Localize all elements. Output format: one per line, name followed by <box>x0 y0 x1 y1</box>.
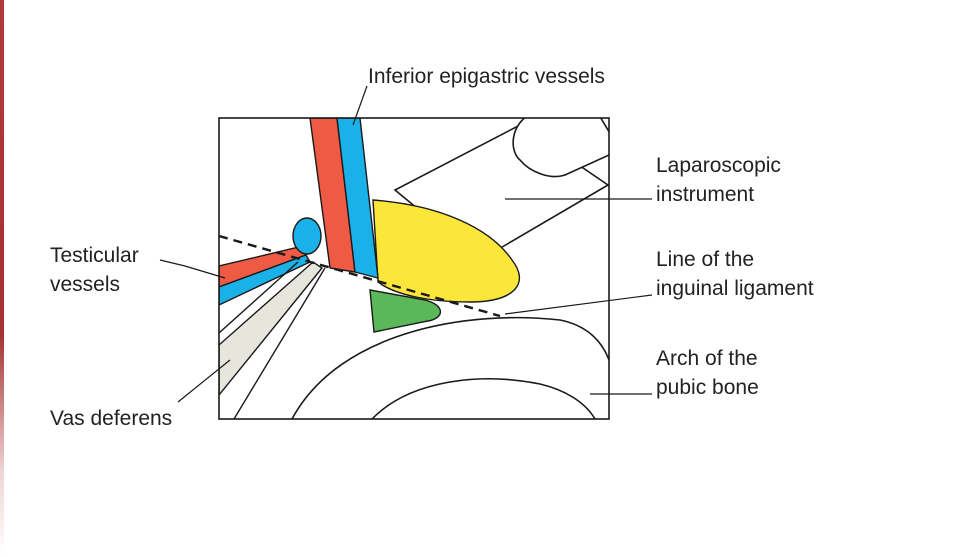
label-laparoscopic-line1: Laparoscopic <box>656 154 781 177</box>
left-edge-band <box>0 0 4 557</box>
label-inguinal-line1: Line of the <box>656 248 755 271</box>
label-inguinal-line2: inguinal ligament <box>656 277 814 300</box>
leader-vas-deferens <box>177 359 231 403</box>
label-testicular-line2: vessels <box>50 273 121 296</box>
label-testicular-vessels: Testicular vessels <box>50 241 139 299</box>
label-vas-deferens: Vas deferens <box>50 407 173 430</box>
label-laparoscopic-line2: instrument <box>656 183 755 206</box>
label-laparoscopic-instrument: Laparoscopic instrument <box>656 151 781 209</box>
green-region <box>369 289 442 333</box>
pubic-arch-outer <box>291 316 609 419</box>
label-testicular-line1: Testicular <box>50 244 139 267</box>
inguinal-ligament-line <box>219 234 501 318</box>
instrument-tip <box>512 118 609 178</box>
vas-deferens-duct <box>219 261 324 397</box>
vas-deferens-line-2 <box>233 267 326 419</box>
label-pubic-bone: Arch of the pubic bone <box>656 344 759 402</box>
leader-testicular <box>159 259 226 279</box>
vas-deferens-line <box>219 261 299 334</box>
pubic-arch-inner <box>371 378 596 419</box>
diagram-frame <box>218 117 610 420</box>
leader-inferior-epigastric <box>352 85 368 126</box>
deep-ring-oval <box>292 217 322 255</box>
yellow-region <box>372 199 521 303</box>
label-pubic-line1: Arch of the <box>656 347 758 370</box>
label-inferior-epigastric: Inferior epigastric vessels <box>368 65 605 88</box>
leader-inguinal <box>504 294 653 315</box>
label-pubic-line2: pubic bone <box>656 376 759 399</box>
epigastric-vein <box>336 118 379 279</box>
label-inguinal-ligament: Line of the inguinal ligament <box>656 245 814 303</box>
